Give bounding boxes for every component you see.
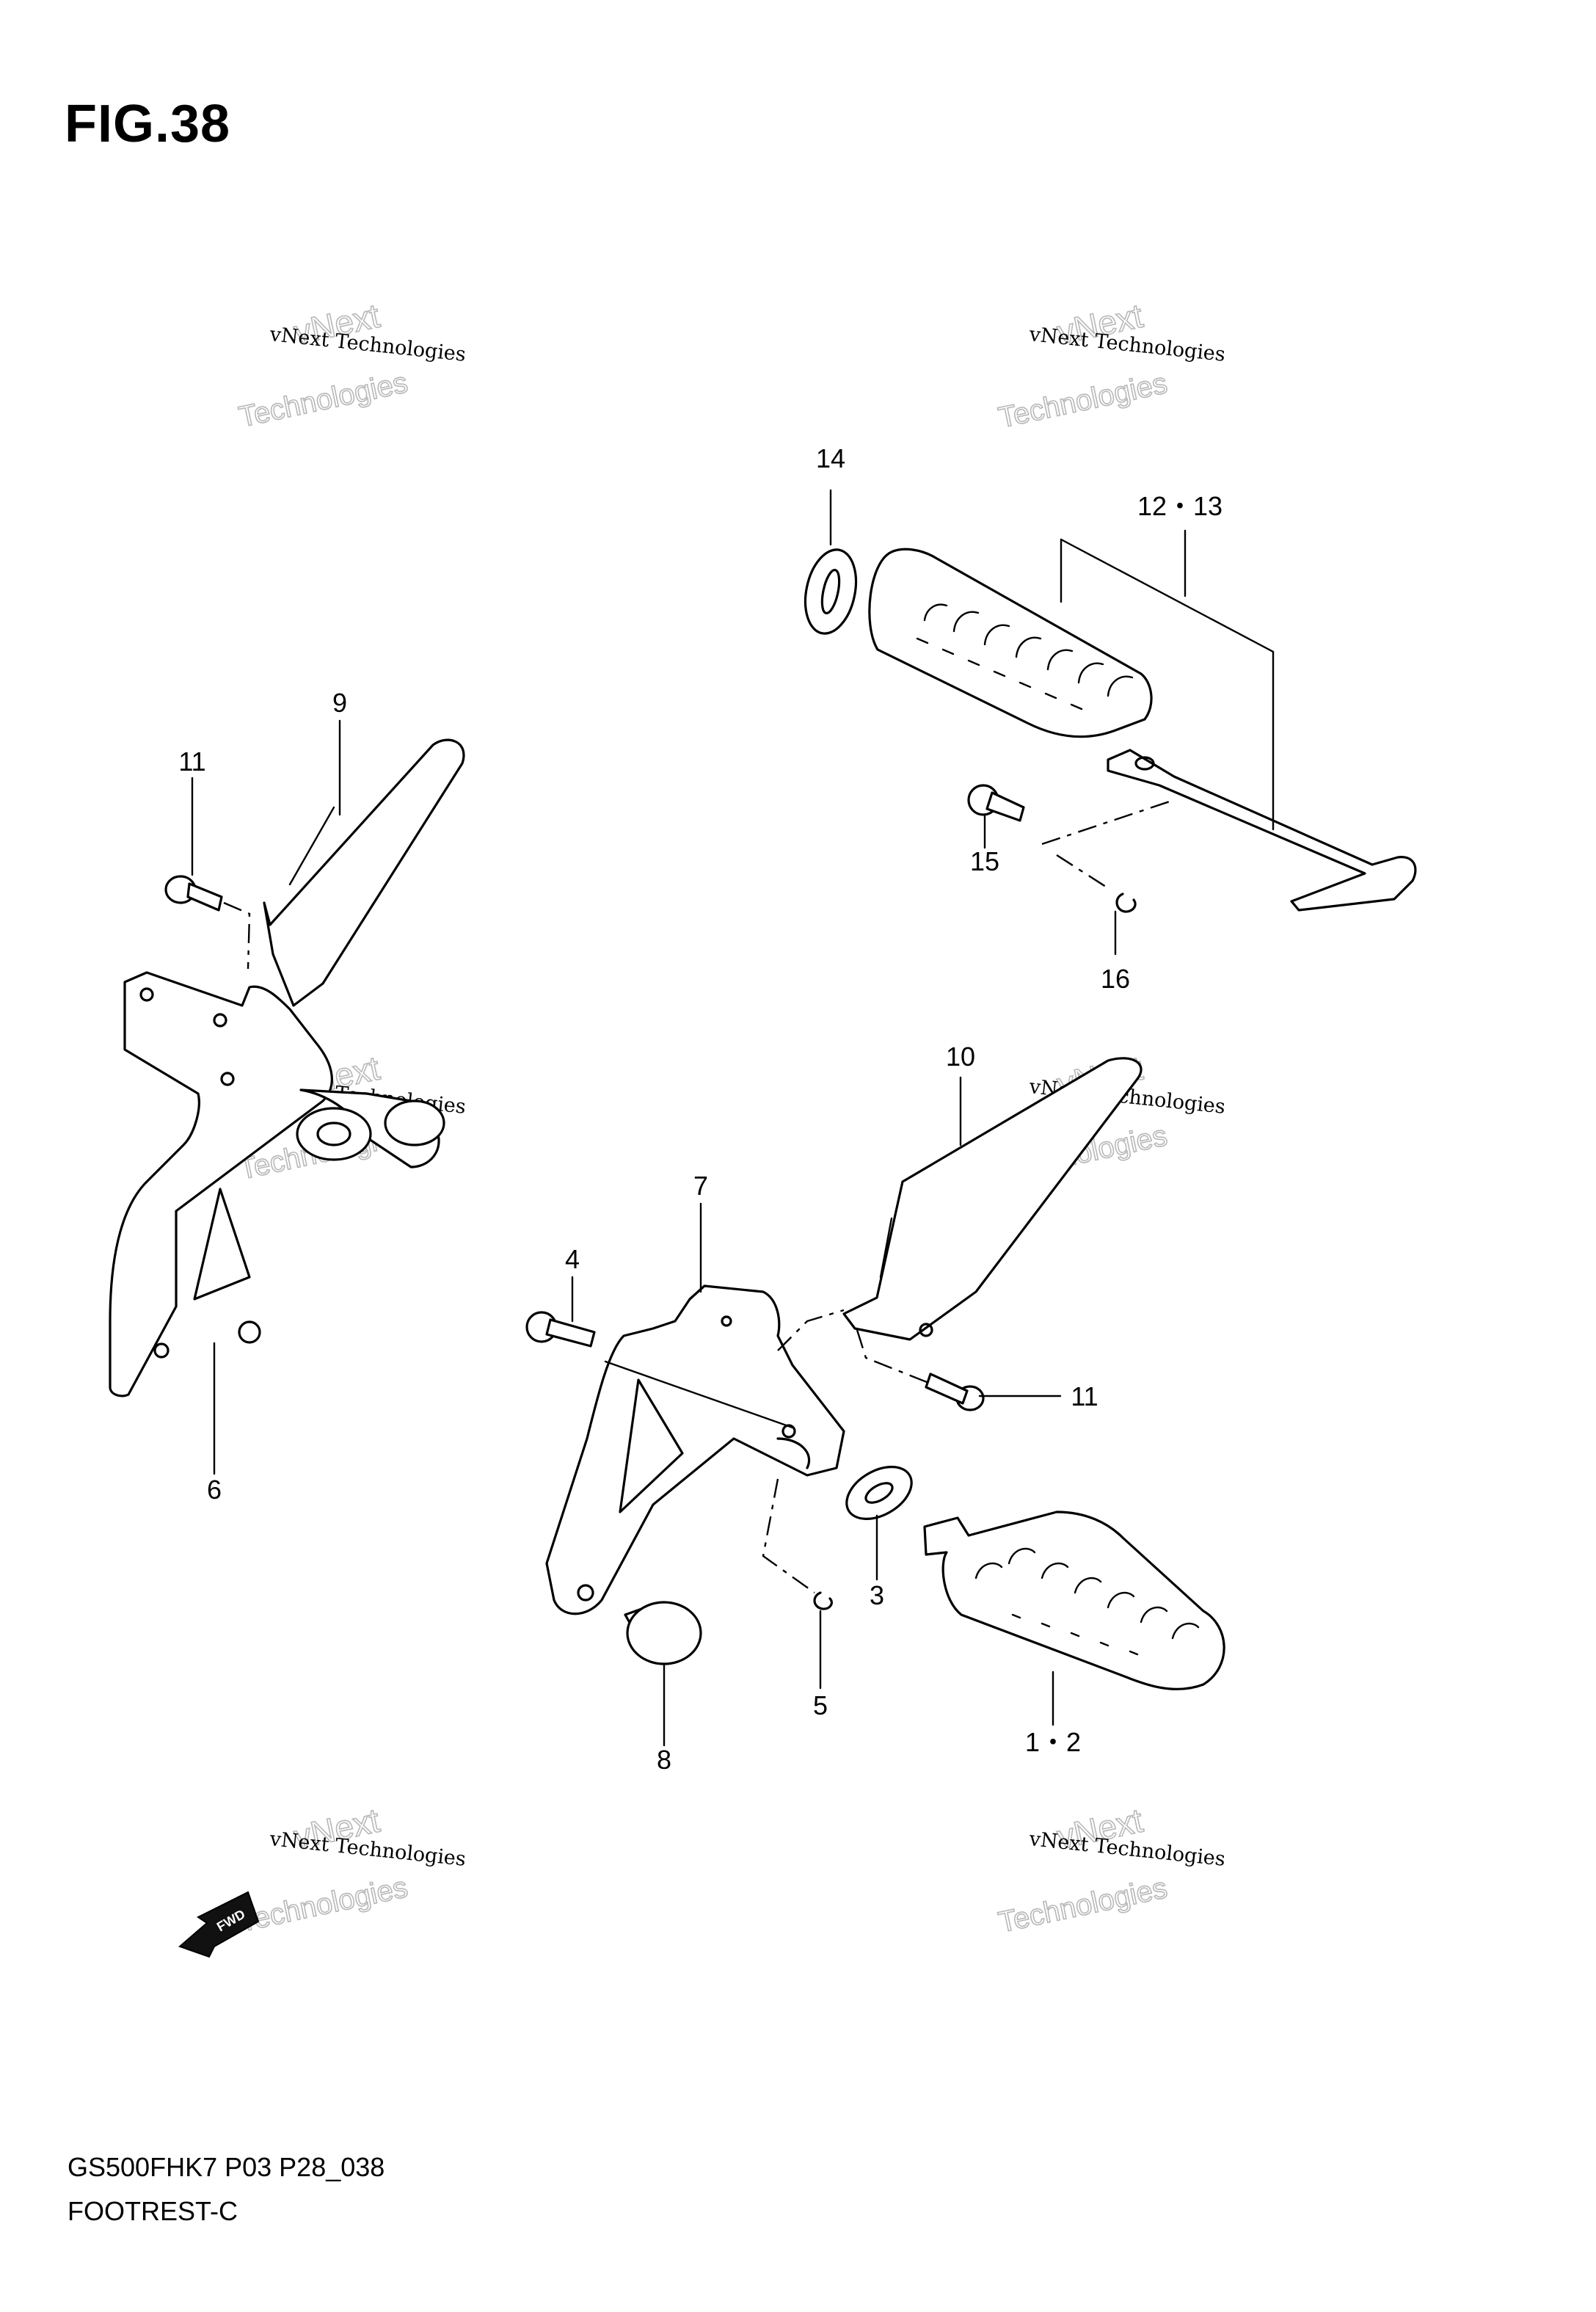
assembly-line-16	[1056, 854, 1109, 890]
leader-12-13	[1060, 529, 1275, 831]
callout-11-right: 11	[1071, 1381, 1098, 1411]
watermark-top-right: vNext Technologies vNext Technologies	[995, 296, 1226, 435]
figure-code: GS500FHK7 P03 P28_038	[68, 2152, 385, 2182]
heel-plate-9	[263, 738, 465, 1007]
callout-11-left: 11	[178, 746, 205, 777]
callout-12-13: 12・13	[1137, 491, 1222, 521]
watermark-word2: Technologies	[996, 367, 1170, 435]
rod	[604, 1360, 794, 1429]
heel-plate-10	[842, 1057, 1143, 1341]
callout-10: 10	[946, 1042, 975, 1072]
bolt-11-left	[164, 875, 223, 912]
figure-name: FOOTREST-C	[68, 2196, 238, 2226]
callout-9: 9	[332, 688, 347, 718]
assembly-line-11-right	[856, 1329, 931, 1385]
watermark-bottom-right: vNext Technologies vNext Technologies	[995, 1800, 1226, 1940]
watermark-top-left: vNext Technologies vNext Technologies	[236, 296, 467, 435]
callout-7: 7	[693, 1171, 708, 1201]
footrest-bar	[1107, 749, 1417, 912]
callout-6: 6	[207, 1475, 222, 1505]
footrest-rubber-1-2	[923, 1511, 1225, 1690]
bolt-11-right	[925, 1373, 985, 1411]
watermark-word2: Technologies	[996, 1872, 1170, 1939]
assembly-line-15	[1041, 799, 1175, 846]
assembly-line-11-left	[223, 901, 251, 970]
pin-15	[967, 784, 1025, 822]
pin-4	[525, 1311, 596, 1348]
figure-title: FIG.38	[65, 95, 231, 153]
callout-5: 5	[813, 1690, 828, 1720]
callout-4: 4	[565, 1244, 580, 1274]
washer-3	[845, 1466, 913, 1520]
watermark-word2: Technologies	[236, 1871, 411, 1938]
clip-16	[1115, 893, 1137, 913]
watermark-word2: Technologies	[236, 366, 411, 434]
callout-14: 14	[816, 443, 845, 473]
callout-8: 8	[657, 1745, 671, 1775]
callout-16: 16	[1101, 964, 1130, 994]
assembly-line-5	[762, 1478, 815, 1593]
footrest-rubber-12-13	[868, 548, 1153, 738]
assembly-line-7-10	[777, 1309, 845, 1351]
fwd-arrow-icon: FWD	[178, 1891, 260, 1958]
bracket-6	[109, 971, 445, 1397]
clip-5	[813, 1591, 833, 1610]
bolt-8	[624, 1601, 702, 1665]
callout-15: 15	[970, 846, 999, 876]
watermark-bottom-left: vNext Technologies vNext Technologies	[236, 1800, 467, 1939]
callout-3: 3	[870, 1580, 884, 1610]
washer-14	[804, 548, 858, 635]
callout-1-2: 1・2	[1025, 1727, 1081, 1757]
